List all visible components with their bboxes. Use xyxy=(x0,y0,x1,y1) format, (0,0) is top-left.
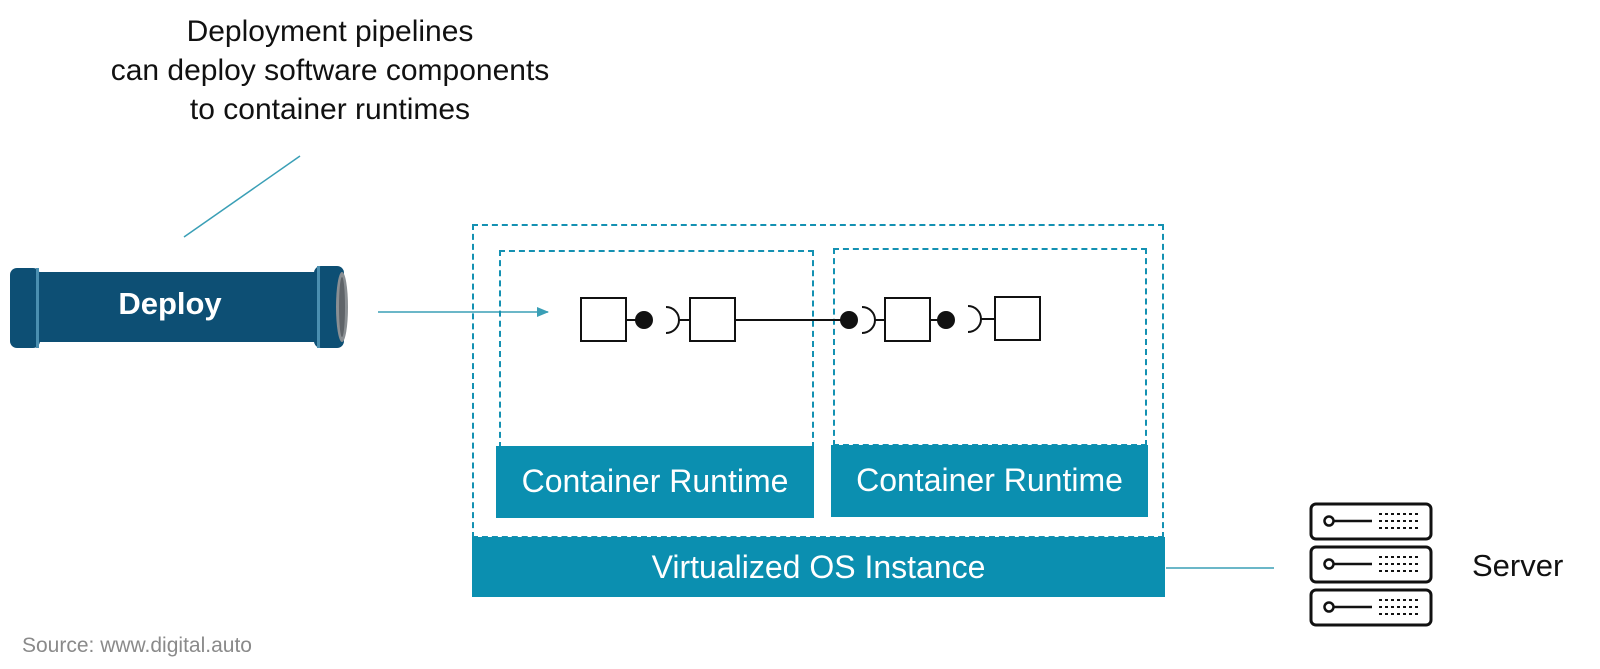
caption-pointer-line xyxy=(183,155,301,238)
source-credit: Source: www.digital.auto xyxy=(22,634,252,657)
server-label: Server xyxy=(1472,548,1564,583)
interface-ball-1 xyxy=(635,311,653,329)
caption-line-2: can deploy software components xyxy=(110,54,550,87)
caption-line-1: Deployment pipelines xyxy=(186,15,474,48)
interface-ball-2 xyxy=(840,311,858,329)
pipe-icon xyxy=(10,266,348,348)
component-4 xyxy=(994,296,1041,341)
runtime-label-2: Container Runtime xyxy=(831,445,1148,517)
deploy-label: Deploy xyxy=(118,286,222,321)
os-instance-label: Virtualized OS Instance xyxy=(472,537,1165,597)
caption-line-3: to container runtimes xyxy=(189,93,471,126)
caption: Deployment pipelines can deploy software… xyxy=(70,12,590,129)
runtime-label-1: Container Runtime xyxy=(496,446,814,518)
interface-ball-3 xyxy=(937,311,955,329)
component-1 xyxy=(580,297,627,342)
